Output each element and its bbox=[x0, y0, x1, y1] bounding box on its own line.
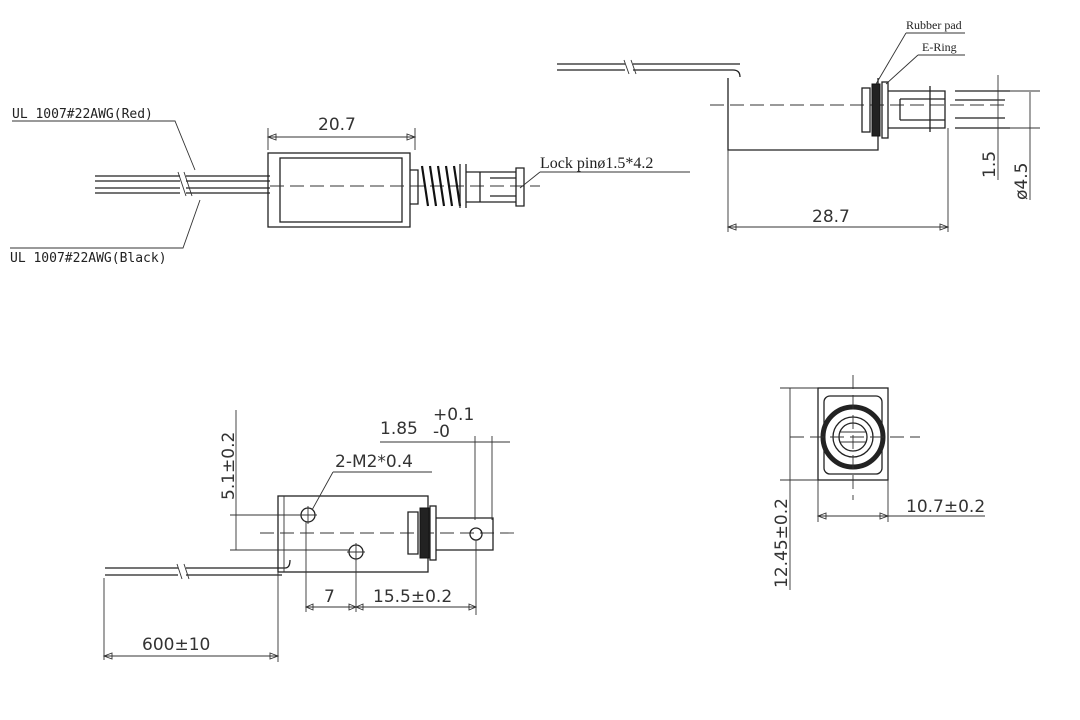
dim-hole-spacing: 7 15.5±0.2 bbox=[304, 522, 478, 615]
dim-body-length: 20.7 bbox=[266, 115, 417, 150]
dim-pin: 1.5 ø4.5 bbox=[980, 75, 1040, 200]
side-view: 20.7 UL 1007#22AWG(Red) UL 1007#22AWG(Bl… bbox=[10, 107, 690, 266]
dim-pin-diameter-text: ø4.5 bbox=[1012, 163, 1032, 200]
rubber-pad bbox=[871, 83, 881, 137]
body bbox=[277, 495, 429, 573]
mounting-holes bbox=[299, 506, 365, 561]
wires bbox=[95, 171, 270, 197]
wire-red-label: UL 1007#22AWG(Red) bbox=[12, 107, 153, 122]
dim-hole-spacing-text: 7 bbox=[324, 587, 335, 607]
end-view: 12.45±0.2 10.7±0.2 bbox=[772, 375, 985, 590]
lock-pin-leader bbox=[519, 171, 690, 189]
e-ring bbox=[881, 81, 889, 139]
coil-body bbox=[267, 152, 411, 228]
wire-black-label: UL 1007#22AWG(Black) bbox=[10, 251, 167, 266]
wire-red-leader bbox=[12, 120, 196, 171]
mount-tab bbox=[557, 63, 741, 78]
dim-slot-tol-lower: -0 bbox=[433, 422, 450, 442]
thread-leader bbox=[311, 471, 432, 511]
rubber-pad-label: Rubber pad bbox=[906, 18, 962, 32]
dim-slot: 1.85 +0.1 -0 bbox=[380, 405, 510, 520]
coil-inner bbox=[279, 157, 403, 223]
plunger bbox=[466, 167, 525, 207]
dim-height: 12.45±0.2 bbox=[772, 387, 818, 590]
bottom-view: 5.1±0.2 1.85 +0.1 -0 2-M2*0.4 7 15.5±0.2… bbox=[102, 405, 520, 662]
thread-label: 2-M2*0.4 bbox=[335, 452, 413, 472]
dim-body-length-text: 20.7 bbox=[318, 115, 356, 135]
dim-wire-length: 600±10 bbox=[102, 572, 280, 662]
rubber-pad-leader bbox=[875, 32, 965, 85]
dim-slot-tol-upper: +0.1 bbox=[433, 405, 474, 425]
dim-total-length: 28.7 bbox=[726, 128, 950, 232]
lock-pin-label: Lock pinø1.5*4.2 bbox=[540, 155, 653, 172]
spring bbox=[410, 164, 467, 208]
dim-hole-offset-text: 5.1±0.2 bbox=[219, 432, 239, 500]
body bbox=[727, 78, 879, 151]
top-view: Rubber pad E-Ring 28.7 1.5 ø4.5 bbox=[557, 18, 1040, 232]
dim-pin-width-text: 1.5 bbox=[980, 151, 1000, 178]
dim-wire-length-text: 600±10 bbox=[142, 635, 210, 655]
dim-slot-text: 1.85 bbox=[380, 419, 418, 439]
dim-hole-offset: 5.1±0.2 bbox=[219, 410, 350, 551]
wire-black-leader bbox=[10, 199, 201, 249]
dim-width: 10.7±0.2 bbox=[816, 480, 985, 522]
wire-lead bbox=[105, 559, 291, 576]
e-ring-label: E-Ring bbox=[922, 40, 957, 54]
dim-height-text: 12.45±0.2 bbox=[772, 498, 792, 588]
dim-hole-to-pin-text: 15.5±0.2 bbox=[373, 587, 452, 607]
dim-width-text: 10.7±0.2 bbox=[906, 497, 985, 517]
dim-total-length-text: 28.7 bbox=[812, 207, 850, 227]
e-ring-leader bbox=[885, 54, 965, 85]
